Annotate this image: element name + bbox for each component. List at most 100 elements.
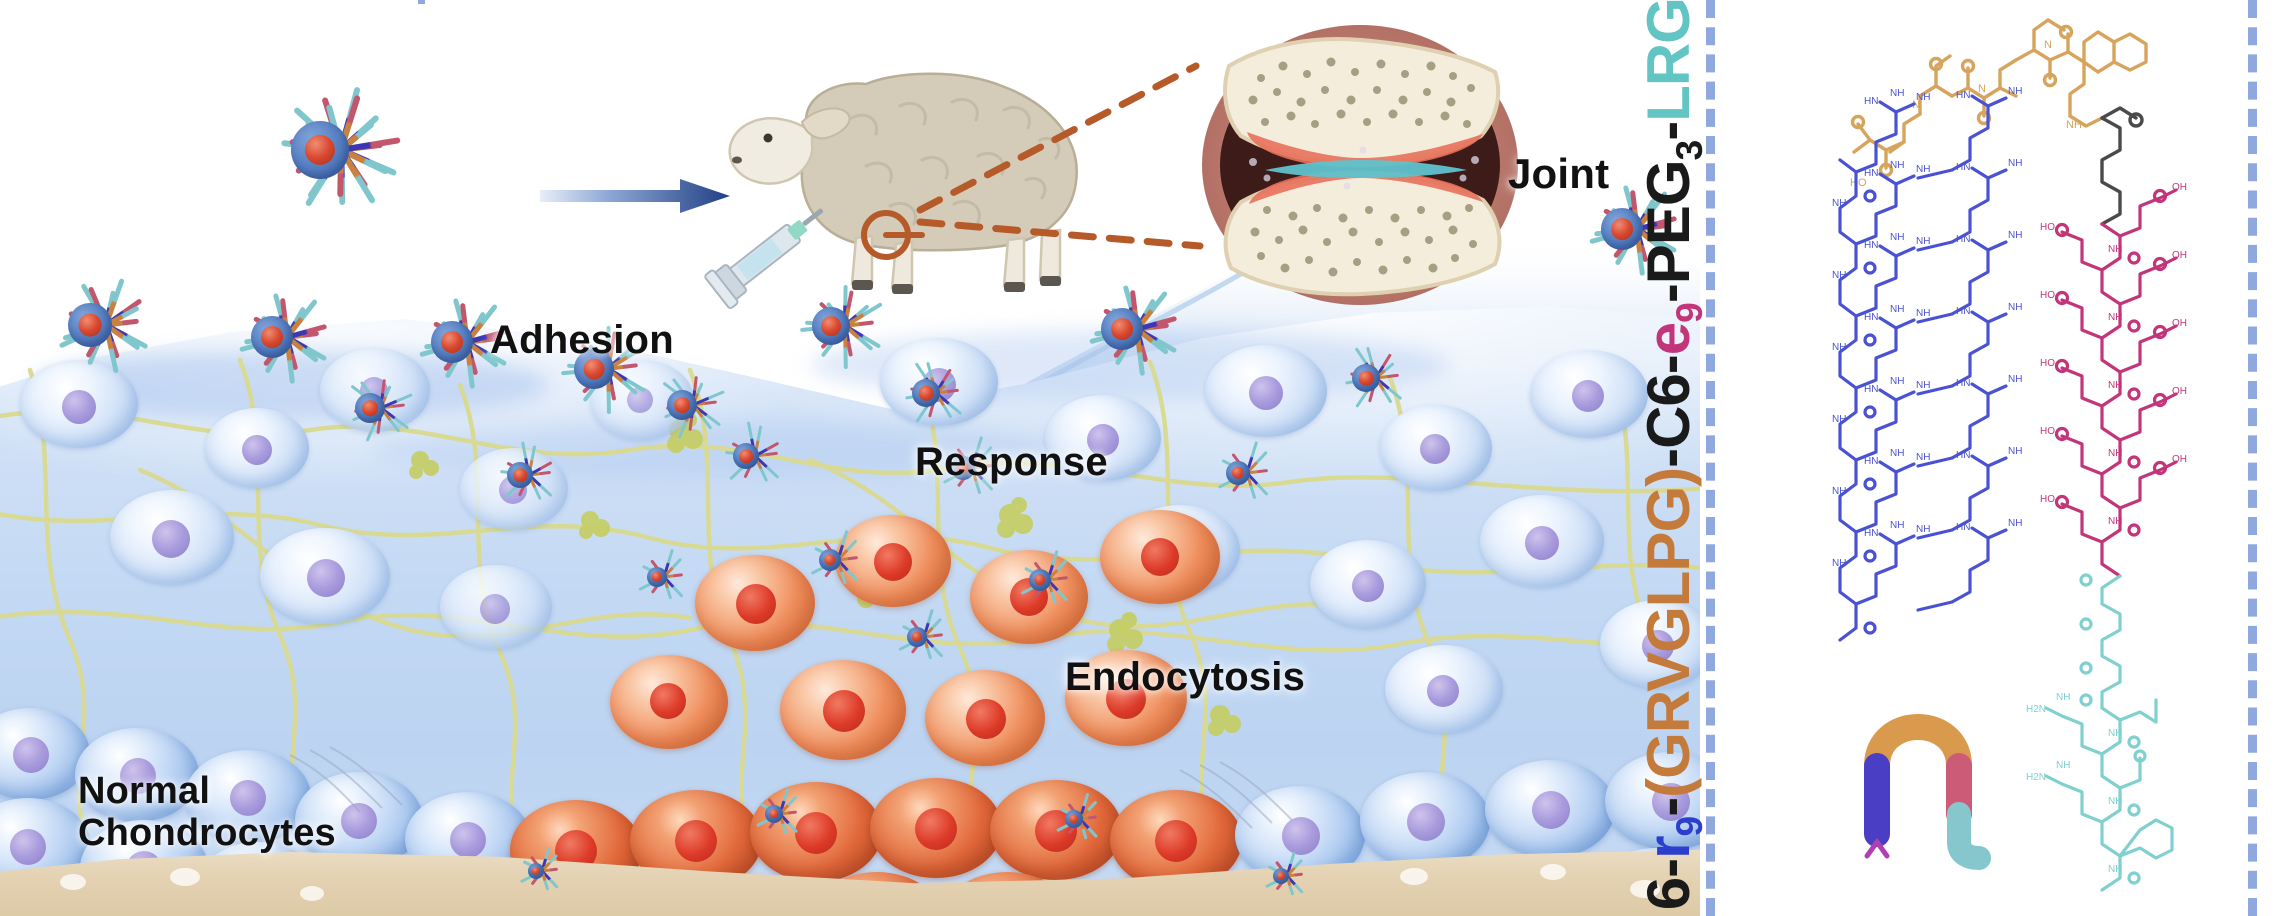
svg-text:HN: HN [1864,528,1878,539]
chemical-structures: HO N N N NH [1832,18,2187,892]
nanoparticle-drug-core [739,449,753,463]
chondrocyte [1205,345,1327,437]
svg-text:H2N: H2N [2026,704,2046,715]
svg-text:HN: HN [1956,522,1970,533]
sequence-subscript: 9 [1667,302,1710,323]
svg-text:HN: HN [1864,456,1878,467]
svg-text:OH: OH [2172,250,2187,261]
svg-text:NH: NH [1890,520,1904,531]
nanoparticle [770,265,892,387]
nanoparticle-drug-core [824,554,836,566]
svg-text:OH: OH [2172,318,2187,329]
nanoparticle [790,520,870,600]
svg-text:HN: HN [1864,168,1878,179]
cartilage-tissue [0,300,1700,916]
svg-text:N: N [1978,83,1986,95]
nanoparticle-drug-core [1358,370,1374,386]
svg-text:NH: NH [1916,452,1930,463]
sequence-segment-polyglutamate-e9: e [1634,322,1702,356]
nanoparticle [205,270,339,404]
svg-text:HN: HN [1864,384,1878,395]
svg-text:NH: NH [2056,692,2070,703]
svg-text:HN: HN [1956,306,1970,317]
chondrocyte [1530,350,1648,438]
knee-joint-cross-section [1202,25,1518,305]
svg-text:NH: NH [1832,414,1846,425]
nanoparticle [878,345,974,441]
nanoparticle-drug-core [78,313,102,337]
svg-text:OH: OH [2172,386,2187,397]
inflamed-chondrocyte [835,515,951,607]
svg-text:NH: NH [1832,486,1846,497]
sequence-segment-hyphen: - [1634,797,1702,817]
nanoparticle-drug-core [513,468,527,482]
svg-text:NH: NH [1832,198,1846,209]
panel-right-dashed-border [2248,0,2257,916]
nanoparticle-drug-core [674,397,690,413]
nanoparticle [475,430,565,520]
nanoparticle [320,358,420,458]
sequence-segment-hexanoyl-C6-terminus: 6 [1634,877,1702,910]
structure-c6-linker [2100,106,2144,226]
label-normal-chondrocytes-line2: Chondrocytes [78,812,336,854]
chondrocyte-deep [75,728,199,822]
chondrocyte-deep [0,708,90,800]
chondrocyte [1385,645,1503,733]
svg-text:HN: HN [1956,90,1970,101]
svg-text:NH: NH [2108,796,2122,807]
svg-text:NH: NH [2108,448,2122,459]
svg-text:OH: OH [2172,182,2187,193]
svg-text:HO: HO [2040,358,2055,369]
peptide-sequence-label: 6-r9-(GRVGLPG)-C6-e9-PEG3-LRGRYW [1635,0,1710,910]
svg-text:HO: HO [2040,426,2055,437]
nanoparticle-drug-core [1611,218,1633,240]
svg-text:HN: HN [1864,312,1878,323]
nanoparticle [230,60,410,240]
svg-text:NH: NH [1890,88,1904,99]
nanoparticle-drug-core [821,316,841,336]
nanoparticle-drug-core [362,400,378,416]
svg-text:HN: HN [1864,96,1878,107]
injection-arrow [540,179,730,213]
chondrocyte [1480,495,1604,587]
svg-text:NH: NH [2108,380,2122,391]
label-response: Response [915,440,1108,484]
nanoparticle [505,840,567,902]
svg-text:HN: HN [1956,450,1970,461]
chondrocyte [20,360,138,448]
svg-text:HO: HO [1850,177,1867,189]
sequence-segment-collagen-binding-peptide: LRGRYW [1635,0,1702,122]
svg-text:NH: NH [1832,342,1846,353]
chondrocyte [440,565,552,649]
nanoparticle [632,355,732,455]
svg-text:NH: NH [2008,446,2022,457]
svg-text:NH: NH [2008,302,2022,313]
svg-text:NH: NH [2008,158,2022,169]
svg-text:NH: NH [1890,232,1904,243]
label-endocytosis: Endocytosis [1065,655,1306,699]
sequence-segment-polyarginine-r9: r [1634,836,1702,859]
inflamed-chondrocyte [780,660,906,760]
svg-text:H2N: H2N [2026,772,2046,783]
sequence-segment-c6-alkyl-linker: -C6- [1634,355,1702,468]
nanoparticle [385,275,519,409]
sequence-subscript: 9 [1667,816,1710,837]
svg-text:NH: NH [2066,119,2082,131]
svg-text:NH: NH [1832,558,1846,569]
nanoparticle [1318,330,1414,426]
inflamed-chondrocyte-deep [1110,790,1242,890]
nanoparticle-drug-core [261,326,283,348]
chondrocyte-deep [185,750,311,844]
label-normal-chondrocytes-line1: Normal [78,770,211,812]
svg-text:OH: OH [2172,454,2187,465]
nanoparticle-drug-core [769,809,779,819]
nanoparticle-drug-core [583,358,605,380]
nanoparticle-drug-core [1231,466,1245,480]
svg-text:NH: NH [2108,728,2122,739]
svg-text:NH: NH [1916,164,1930,175]
nanoparticle-drug-core [956,461,970,475]
